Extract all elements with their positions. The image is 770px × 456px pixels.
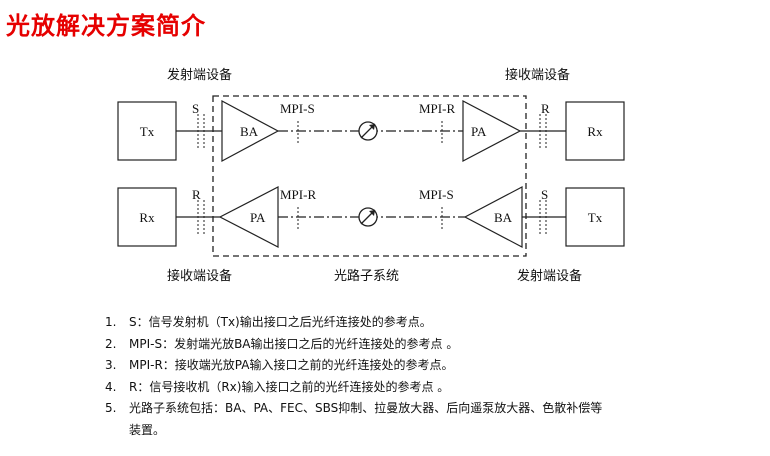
note-number: 2.: [105, 336, 117, 351]
rx-box-row1: [565, 101, 625, 161]
note-text: MPI-S：发射端光放BA输出接口之后的光纤连接处的参考点 。: [129, 336, 459, 351]
note-number: 1.: [105, 315, 117, 329]
label-tx-equipment-bottom: 发射端设备: [517, 268, 582, 284]
label-optical-path-system: 光路子系统: [334, 268, 399, 284]
tx-label-row1: Tx: [140, 124, 155, 139]
point-label-s-row2: S: [541, 187, 548, 202]
note-text-continued: 装置。: [129, 422, 166, 437]
pa-amplifier-row2: [218, 186, 279, 248]
pa-amplifier-row1: [462, 100, 522, 162]
label-tx-equipment-top: 发射端设备: [167, 67, 232, 83]
point-label-s-row1: S: [192, 101, 199, 116]
optical-path-boundary: [212, 95, 527, 257]
page-title: 光放解决方案简介: [6, 12, 206, 40]
note-text: 光路子系统包括：BA、PA、FEC、SBS抑制、拉曼放大器、后向遥泵放大器、色散…: [129, 401, 603, 415]
note-number: 4.: [105, 379, 117, 394]
point-label-r-row2: R: [192, 187, 201, 202]
mpi-s-label-row1: MPI-S: [280, 101, 315, 116]
note-text: R：信号接收机（Rx)输入接口之前的光纤连接处的参考点 。: [129, 379, 450, 394]
optical-amplifier-diagram: 发射端设备 接收端设备 Tx S BA MPI-S MPI-R PA R Rx …: [117, 67, 625, 284]
note-item-continued: 装置。: [105, 420, 602, 442]
note-item: 4. R：信号接收机（Rx)输入接口之前的光纤连接处的参考点 。: [105, 377, 602, 399]
note-number: 3.: [105, 358, 117, 372]
note-text: MPI-R：接收端光放PA输入接口之前的光纤连接处的参考点。: [129, 358, 454, 372]
fiber-spool-icon-row2: [358, 207, 378, 227]
label-rx-equipment-top: 接收端设备: [505, 67, 570, 83]
note-item: 3. MPI-R：接收端光放PA输入接口之前的光纤连接处的参考点。: [105, 355, 602, 377]
ba-amplifier-row1: [221, 99, 280, 163]
rx-label-row2: Rx: [139, 210, 155, 225]
rx-label-row1: Rx: [587, 124, 603, 139]
mpi-s-label-row2: MPI-S: [419, 187, 454, 202]
pa-label-row1: PA: [471, 124, 487, 139]
fiber-spool-icon-row1: [358, 121, 378, 141]
tx-label-row2: Tx: [588, 210, 603, 225]
label-rx-equipment-bottom: 接收端设备: [167, 268, 232, 284]
tx-box-row2: [565, 187, 625, 247]
note-text: S：信号发射机（Tx)输出接口之后光纤连接处的参考点。: [129, 315, 432, 329]
mpi-r-label-row2: MPI-R: [280, 187, 316, 202]
ba-label-row2: BA: [494, 210, 513, 225]
note-item: 2. MPI-S：发射端光放BA输出接口之后的光纤连接处的参考点 。: [105, 334, 602, 356]
ba-label-row1: BA: [240, 124, 259, 139]
pa-label-row2: PA: [250, 210, 266, 225]
point-label-r-row1: R: [541, 101, 550, 116]
note-number: 5.: [105, 401, 117, 415]
mpi-r-label-row1: MPI-R: [419, 101, 455, 116]
note-item: 5. 光路子系统包括：BA、PA、FEC、SBS抑制、拉曼放大器、后向遥泵放大器、…: [105, 398, 602, 420]
note-item: 1. S：信号发射机（Tx)输出接口之后光纤连接处的参考点。: [105, 312, 602, 334]
notes-list: 1. S：信号发射机（Tx)输出接口之后光纤连接处的参考点。 2. MPI-S：发射…: [105, 312, 602, 441]
